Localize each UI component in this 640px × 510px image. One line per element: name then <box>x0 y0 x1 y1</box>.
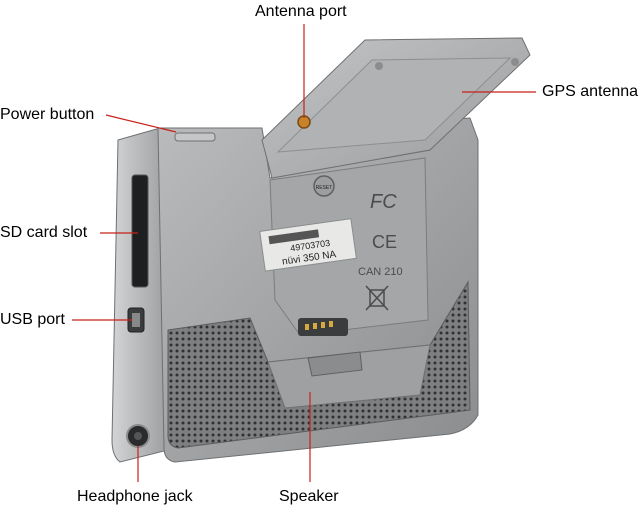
leader-power-button <box>105 114 177 133</box>
label-sd-card-slot: SD card slot <box>0 224 88 241</box>
fcc-mark: FC <box>370 191 397 213</box>
weee-bin-icon <box>365 285 389 311</box>
ce-mark: CE <box>372 232 397 252</box>
label-usb-port: USB port <box>0 311 65 328</box>
device-side-face <box>111 127 169 463</box>
label-gps-antenna: GPS antenna <box>542 83 639 100</box>
can-code: CAN 210 <box>358 266 403 278</box>
power-button <box>174 132 216 142</box>
leader-lines <box>72 24 536 482</box>
sd-card-slot <box>131 174 149 288</box>
reset-button <box>313 175 335 197</box>
label-headphone-jack: Headphone jack <box>77 488 193 505</box>
label-antenna-port: Antenna port <box>255 3 347 20</box>
label-speaker: Speaker <box>279 488 339 505</box>
reset-button-label: RESET <box>316 185 333 191</box>
label-power-button: Power button <box>0 106 95 123</box>
dock-connector-pins <box>305 321 333 330</box>
serial-sticker: 49703703 nüvi 350 NA <box>259 218 357 272</box>
